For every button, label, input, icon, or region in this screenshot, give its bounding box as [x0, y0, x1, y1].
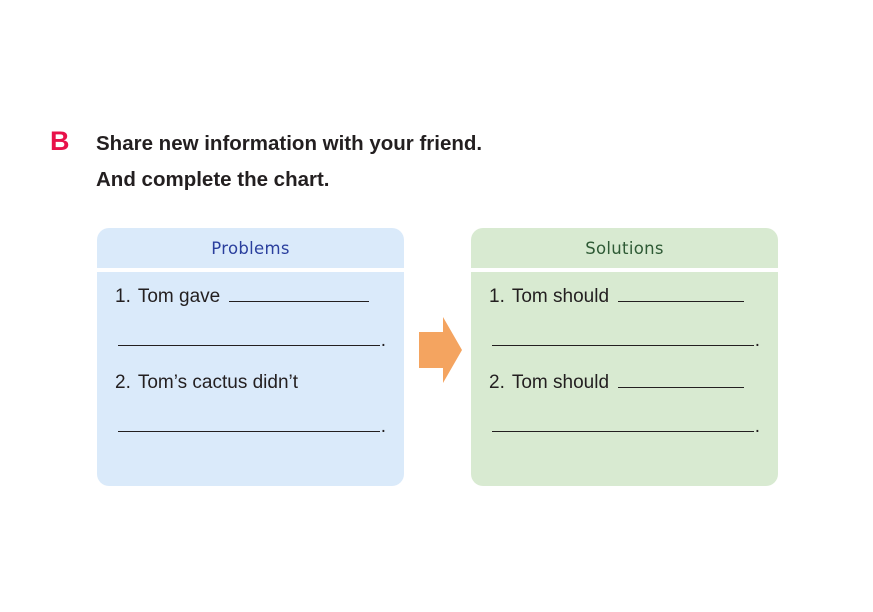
answer-blank[interactable] — [618, 372, 745, 388]
item-period: . — [380, 330, 386, 351]
solutions-panel: Solutions 1. Tom should . 2. Tom should — [471, 228, 778, 486]
solutions-panel-body: 1. Tom should . 2. Tom should — [471, 272, 778, 486]
item-spacer — [115, 358, 386, 372]
item-number: 1. — [115, 286, 131, 307]
answer-blank[interactable] — [492, 416, 754, 432]
answer-blank[interactable] — [229, 286, 370, 302]
item-text: Tom gave — [137, 286, 221, 307]
problems-panel-header: Problems — [97, 228, 404, 268]
solutions-panel-title: Solutions — [585, 238, 664, 258]
item-text: Tom should — [511, 372, 610, 393]
item-first-line: 2. Tom should — [489, 372, 760, 402]
item-second-line: . — [115, 316, 386, 358]
item-period: . — [754, 416, 760, 437]
item-first-line: 2. Tom’s cactus didn’t — [115, 372, 386, 402]
item-period: . — [754, 330, 760, 351]
answer-blank[interactable] — [118, 416, 380, 432]
instruction-line-2: And complete the chart. — [96, 168, 330, 191]
item-text: Tom should — [511, 286, 610, 307]
item-number: 2. — [115, 372, 131, 393]
list-item: 1. Tom gave . — [115, 286, 386, 358]
item-first-line: 1. Tom should — [489, 286, 760, 316]
problems-panel: Problems 1. Tom gave . 2. Tom’s cactus d… — [97, 228, 404, 486]
item-number: 1. — [489, 286, 505, 307]
instruction-block: Share new information with your friend. … — [96, 126, 482, 198]
instruction-line-1: Share new information with your friend. — [96, 132, 483, 155]
problems-panel-body: 1. Tom gave . 2. Tom’s cactus didn’t . — [97, 272, 404, 486]
item-spacer — [489, 358, 760, 372]
problems-panel-title: Problems — [211, 238, 290, 258]
item-second-line: . — [115, 402, 386, 444]
answer-blank[interactable] — [492, 330, 754, 346]
list-item: 2. Tom’s cactus didn’t . — [115, 372, 386, 444]
item-second-line: . — [489, 316, 760, 358]
list-item: 2. Tom should . — [489, 372, 760, 444]
arrow-right-icon — [417, 316, 463, 384]
answer-blank[interactable] — [118, 330, 380, 346]
item-second-line: . — [489, 402, 760, 444]
item-first-line: 1. Tom gave — [115, 286, 386, 316]
list-item: 1. Tom should . — [489, 286, 760, 358]
solutions-panel-header: Solutions — [471, 228, 778, 268]
item-number: 2. — [489, 372, 505, 393]
answer-blank[interactable] — [618, 286, 745, 302]
item-period: . — [380, 416, 386, 437]
exercise-letter: B — [50, 126, 70, 156]
item-text: Tom’s cactus didn’t — [137, 372, 299, 393]
